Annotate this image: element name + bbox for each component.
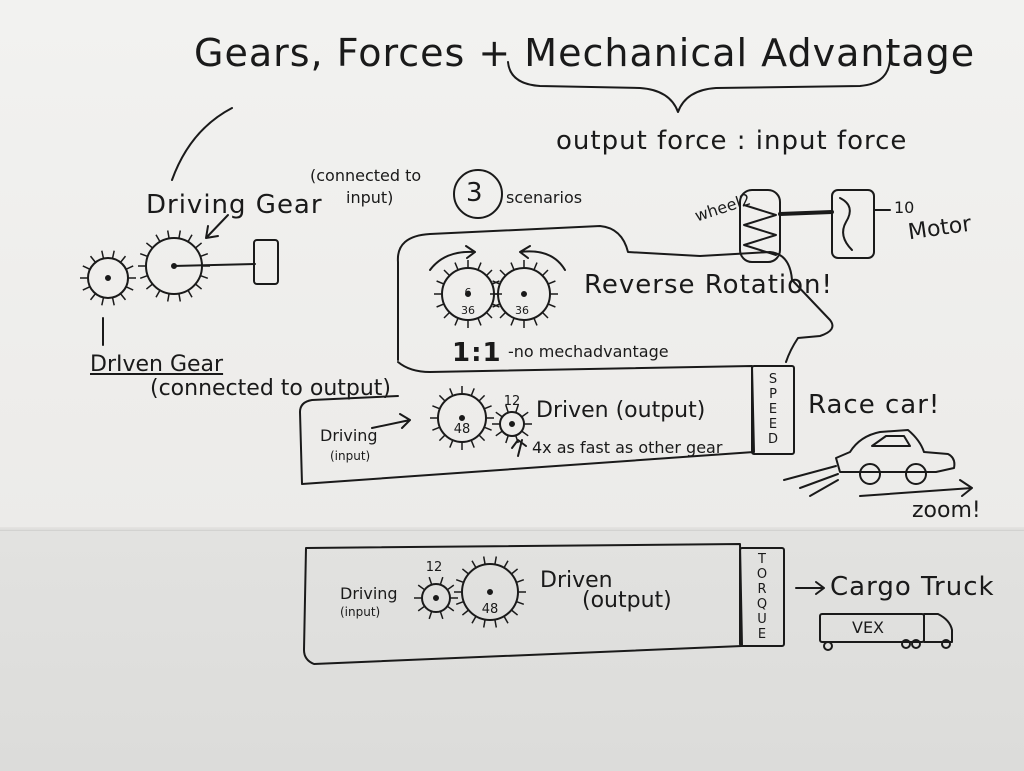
speed-tab-letter: S — [768, 372, 778, 387]
cargo-truck-label: Cargo Truck — [830, 572, 995, 602]
speed-tab-letter: P — [769, 387, 777, 402]
race-car-zoom-arrow — [859, 479, 973, 497]
motor-inner — [839, 197, 853, 251]
scenario-speed-box — [299, 361, 755, 485]
truck-wheel-4 — [941, 639, 951, 649]
race-car-window — [871, 435, 911, 447]
reverse-rotation-label: Reverse Rotation! — [584, 270, 833, 300]
motor-box-small — [253, 239, 279, 285]
speed-driving-sub: (input) — [330, 449, 371, 463]
speed-driving-gear-number: 48 — [453, 422, 471, 437]
speed-tab-letter: E — [768, 402, 778, 417]
speed-tab — [751, 365, 795, 455]
title-pointer-line — [171, 107, 233, 181]
torque-tab — [739, 547, 785, 647]
truck-cab — [923, 613, 953, 643]
scenario-torque-box — [303, 543, 743, 665]
equal-gear-left-top: 6 — [464, 286, 472, 299]
scenarios-count: 3 — [466, 178, 484, 208]
race-car-label: Race car! — [808, 390, 941, 420]
equal-gear-right-number: 36 — [515, 304, 529, 317]
truck-wheel-3 — [911, 639, 921, 649]
torque-tab-letter: O — [756, 567, 768, 582]
driving-arrow-speed — [371, 413, 411, 429]
scenario-equal-outline — [396, 225, 834, 363]
race-car-wheel-front — [859, 463, 881, 485]
scenarios-label: scenarios — [506, 188, 583, 207]
torque-tab-letter: T — [758, 552, 766, 567]
torque-driven-gear-icon — [454, 556, 526, 628]
torque-driven-sub: (output) — [582, 588, 672, 613]
wheel-tread — [743, 204, 777, 256]
equal-ratio: 1:1 — [452, 338, 502, 368]
driving-gear-icon — [138, 230, 210, 302]
truck-wheel-1 — [823, 641, 833, 651]
driven-gear-note: (connected to output) — [150, 376, 392, 401]
equal-gear-left-number: 36 — [461, 304, 475, 317]
rotation-arrow-left — [429, 245, 476, 271]
driven-gear-icon — [80, 250, 136, 306]
speed-driving-gear-icon — [430, 386, 494, 450]
equal-ratio-note: -no mechadvantage — [508, 342, 669, 361]
equal-gear-right-icon — [490, 260, 558, 328]
scenarios-circle — [453, 169, 503, 219]
speed-note-arrow — [511, 439, 527, 457]
wheel-axle — [778, 210, 834, 216]
ratio-definition: output force : input force — [556, 126, 908, 156]
torque-example-arrow — [795, 581, 825, 595]
torque-tab-letter: R — [757, 582, 767, 597]
torque-driving-gear-icon — [414, 576, 458, 620]
torque-driven-gear-number: 48 — [481, 602, 499, 617]
speed-note: 4x as fast as other gear — [532, 438, 723, 457]
torque-tab-letter: Q — [756, 597, 768, 612]
speed-driving-label: Driving — [320, 426, 378, 445]
speed-driven-gear-icon — [492, 404, 532, 444]
torque-driving-sub: (input) — [340, 605, 381, 619]
driving-gear-label: Driving Gear — [146, 190, 323, 220]
truck-wheel-2 — [901, 639, 911, 649]
race-car-body — [835, 429, 956, 473]
torque-tab-letter: E — [757, 627, 767, 642]
wheel-shape — [739, 189, 781, 263]
race-car-wheel-back — [905, 463, 927, 485]
driving-gear-note-2: input) — [346, 188, 394, 207]
speed-tab-letters: S P E E D — [765, 372, 781, 447]
torque-driven-label: Driven — [540, 568, 613, 593]
page-title: Gears, Forces + Mechanical Advantage — [194, 31, 976, 75]
driving-shaft — [172, 263, 256, 267]
driving-gear-arrow — [205, 214, 229, 239]
race-car-speed-lines — [783, 465, 839, 497]
rotation-arrow-right — [519, 245, 566, 271]
torque-driving-gear-number: 12 — [425, 560, 443, 575]
driving-gear-note-1: (connected to — [310, 166, 422, 185]
truck-text: VEX — [852, 618, 885, 637]
motor-box-large — [831, 189, 875, 259]
zoom-label: zoom! — [912, 498, 981, 523]
speed-driven-label: Driven (output) — [536, 398, 706, 423]
speed-driven-gear-number: 12 — [503, 394, 521, 409]
paper-lower-sheet — [0, 530, 1024, 771]
driven-gear-label: DrIven Gear — [90, 352, 224, 377]
speed-tab-letter: E — [768, 417, 778, 432]
motor-number: 10 — [894, 198, 915, 217]
speed-tab-letter: D — [767, 432, 778, 447]
torque-driving-label: Driving — [340, 584, 398, 603]
title-brace — [507, 59, 891, 113]
torque-tab-letters: T O R Q U E — [754, 552, 770, 642]
torque-tab-letter: U — [757, 612, 767, 627]
paper-fold-shadow — [0, 527, 1024, 531]
